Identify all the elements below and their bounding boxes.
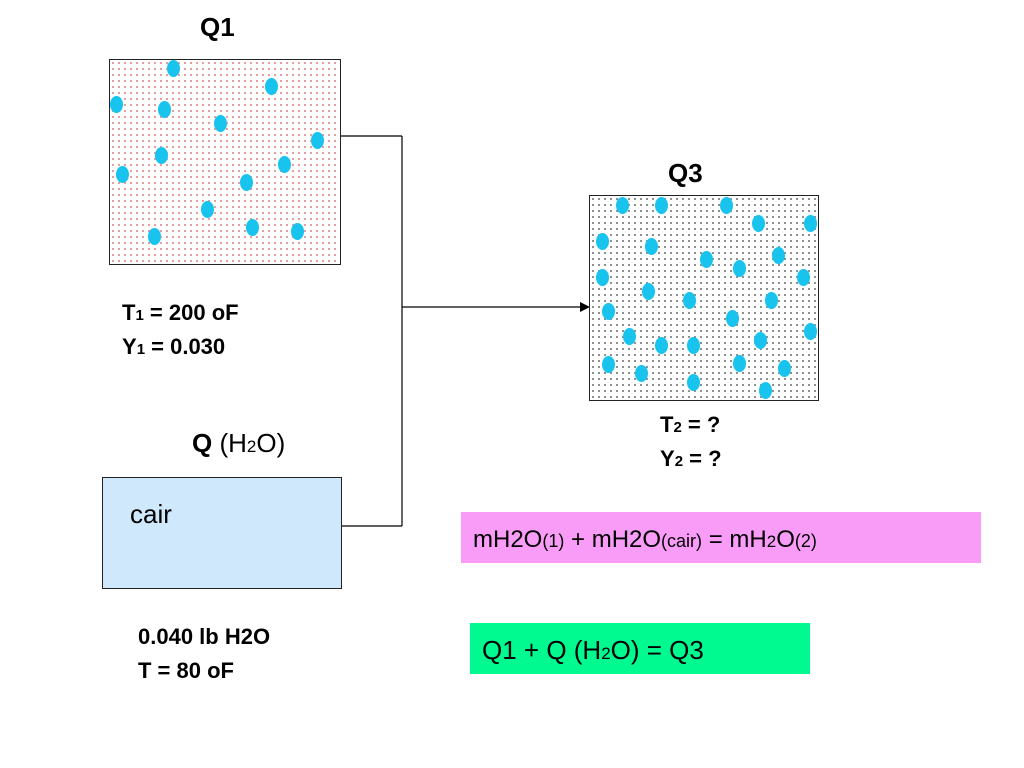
water-particle [616,197,629,214]
water-particle [797,269,810,286]
water-particle [291,223,304,240]
water-particle [804,323,817,340]
water-particle [778,360,791,377]
water-particle [148,228,161,245]
water-box: cair [102,477,342,589]
flow-arrowhead [580,302,590,312]
water-particle [655,197,668,214]
water-box-label: cair [130,499,172,529]
water-particle [733,355,746,372]
water-particle [683,292,696,309]
water-particle [167,60,180,77]
q1-title: Q1 [200,12,235,42]
water-particle [265,78,278,95]
mass-balance-equation: mH2O(1) + mH2O(cair) = mH2O(2) [461,512,981,563]
water-heading: Q (H2O) [192,428,286,458]
water-particle [278,156,291,173]
water-particle [110,96,123,113]
water-particle [752,215,765,232]
water-particle [720,197,733,214]
q1-air-box [109,59,341,265]
q3-air-box [589,195,819,401]
q3-temperature: T2 = ? [660,412,721,437]
water-particle [596,269,609,286]
water-particle [772,247,785,264]
water-particle [635,365,648,382]
water-particle [765,292,778,309]
water-particle [754,332,767,349]
water-particle [246,219,259,236]
water-particle [804,215,817,232]
q3-humidity: Y2 = ? [660,446,722,471]
water-particle [596,233,609,250]
water-particle [155,147,168,164]
water-particle [201,201,214,218]
energy-balance-equation: Q1 + Q (H2O) = Q3 [470,623,810,674]
water-particle [602,303,615,320]
water-particle [116,166,129,183]
water-particle [759,382,772,399]
water-particle [642,283,655,300]
water-amount: 0.040 lb H2O [138,624,271,649]
water-particle [655,337,668,354]
q1-temperature: T1 = 200 oF [122,300,239,325]
water-particle [158,101,171,118]
water-particle [733,260,746,277]
water-particle [602,356,615,373]
q1-humidity: Y1 = 0.030 [122,334,226,359]
water-temperature: T = 80 oF [138,658,234,683]
water-particle [687,374,700,391]
water-particle [623,328,636,345]
water-particle [311,132,324,149]
water-particle [687,337,700,354]
water-particle [214,115,227,132]
water-particle [726,310,739,327]
q3-title: Q3 [668,158,703,188]
water-particle [240,174,253,191]
water-particle [645,238,658,255]
water-particle [700,251,713,268]
